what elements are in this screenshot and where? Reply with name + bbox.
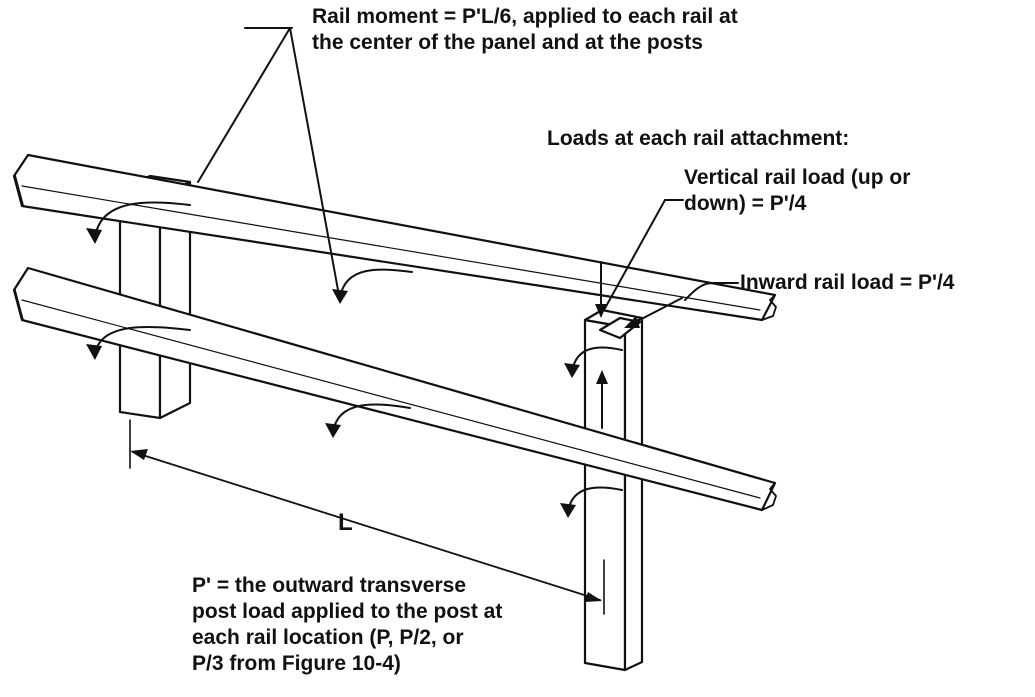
moment-arrowhead-upper-right — [564, 363, 580, 378]
rail-moment-line-2: the center of the panel and at the posts — [312, 31, 703, 54]
p-prime-note-line-4: P/3 from Figure 10-4) — [192, 652, 401, 675]
upper-rail — [12, 153, 777, 322]
leader-line-inward-load — [684, 282, 739, 301]
vertical-load-line-1: Vertical rail load (up or — [684, 166, 911, 189]
moment-arrowhead-lower-left — [86, 344, 102, 360]
p-prime-note: P' = the outward transverse post load ap… — [192, 573, 502, 677]
lower-rail — [12, 266, 777, 512]
leader-line-left — [197, 27, 291, 183]
p-prime-note-line-2: post load applied to the post at — [192, 600, 503, 623]
leader-line-center — [289, 27, 339, 291]
loads-heading: Loads at each rail attachment: — [547, 127, 850, 150]
dimension-line-L — [132, 451, 601, 601]
moment-arrow-upper-left — [94, 201, 191, 239]
inward-rail-load-label: Inward rail load = P'/4 — [740, 271, 955, 294]
inward-load-arrowhead — [624, 316, 640, 328]
moment-arrowhead-lower-right — [560, 503, 576, 518]
p-prime-note-line-3: each rail location (P, P/2, or — [192, 626, 464, 649]
right-post — [583, 308, 644, 672]
inward-load-arrow — [629, 297, 683, 326]
arrowheads — [86, 228, 640, 602]
vertical-load-arrowhead-up — [596, 370, 608, 384]
rail-moment-label: Rail moment = P'L/6, applied to each rai… — [312, 4, 738, 56]
dimension-arrowhead-left — [130, 449, 148, 460]
vertical-rail-load-label: Vertical rail load (up or down) = P'/4 — [684, 165, 910, 217]
vertical-load-line-2: down) = P'/4 — [684, 192, 807, 215]
moment-arrow-lower-left — [94, 325, 191, 355]
moment-arrow-upper-center — [339, 268, 413, 299]
vertical-load-arrowhead-down — [595, 304, 607, 318]
moment-arrow-lower-center — [332, 403, 411, 433]
leader-line-vertical-load — [603, 199, 684, 311]
p-prime-note-line-1: P' = the outward transverse — [192, 574, 467, 597]
moment-arrowhead-upper-left — [86, 228, 102, 244]
length-label: L — [338, 509, 353, 536]
dimension-arrowhead-right — [584, 592, 602, 602]
moment-arrowhead-upper-center — [332, 289, 348, 304]
rail-moment-line-1: Rail moment = P'L/6, applied to each rai… — [312, 5, 738, 28]
moment-arrows — [94, 27, 739, 615]
moment-arrowhead-lower-center — [325, 423, 341, 438]
